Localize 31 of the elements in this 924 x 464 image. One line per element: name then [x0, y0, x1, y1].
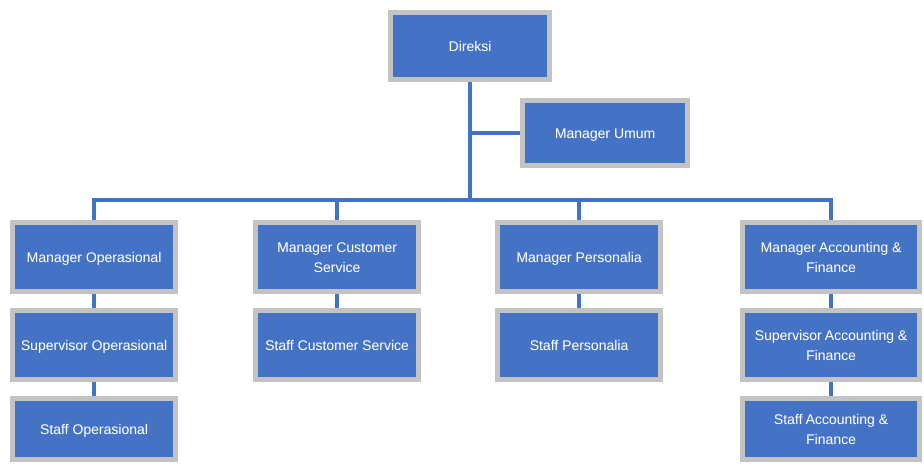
org-box — [495, 220, 663, 294]
org-box — [10, 308, 178, 382]
role-label: Staff Customer Service — [265, 336, 409, 355]
connector-line — [577, 294, 581, 308]
org-box — [740, 308, 922, 382]
role-label: Supervisor Operasional — [20, 336, 168, 355]
org-box — [253, 308, 421, 382]
role-label: Staff Operasional — [40, 420, 148, 439]
org-box — [388, 10, 552, 82]
role-label: Manager Customer Service — [276, 238, 398, 277]
org-box — [740, 220, 922, 294]
connector-line — [829, 294, 833, 308]
org-box — [253, 220, 421, 294]
role-label: Direksi — [448, 36, 492, 56]
role-label: Manager Operasional — [26, 248, 162, 267]
org-box — [10, 220, 178, 294]
connector-line — [92, 382, 96, 396]
role-label: Staff Personalia — [530, 336, 628, 355]
connector-line — [829, 382, 833, 396]
org-box — [495, 308, 663, 382]
org-box — [10, 396, 178, 462]
role-label: Staff Accounting & Finance — [772, 410, 890, 449]
connector-line — [468, 82, 833, 220]
connector-line — [92, 294, 96, 308]
role-label: Manager Personalia — [516, 248, 642, 267]
role-label: Manager Umum — [554, 124, 656, 143]
org-box — [520, 98, 690, 168]
role-label: Supervisor Accounting & Finance — [754, 326, 908, 365]
connector-line — [335, 294, 339, 308]
org-box — [740, 396, 922, 462]
role-label: Manager Accounting & Finance — [760, 238, 902, 277]
